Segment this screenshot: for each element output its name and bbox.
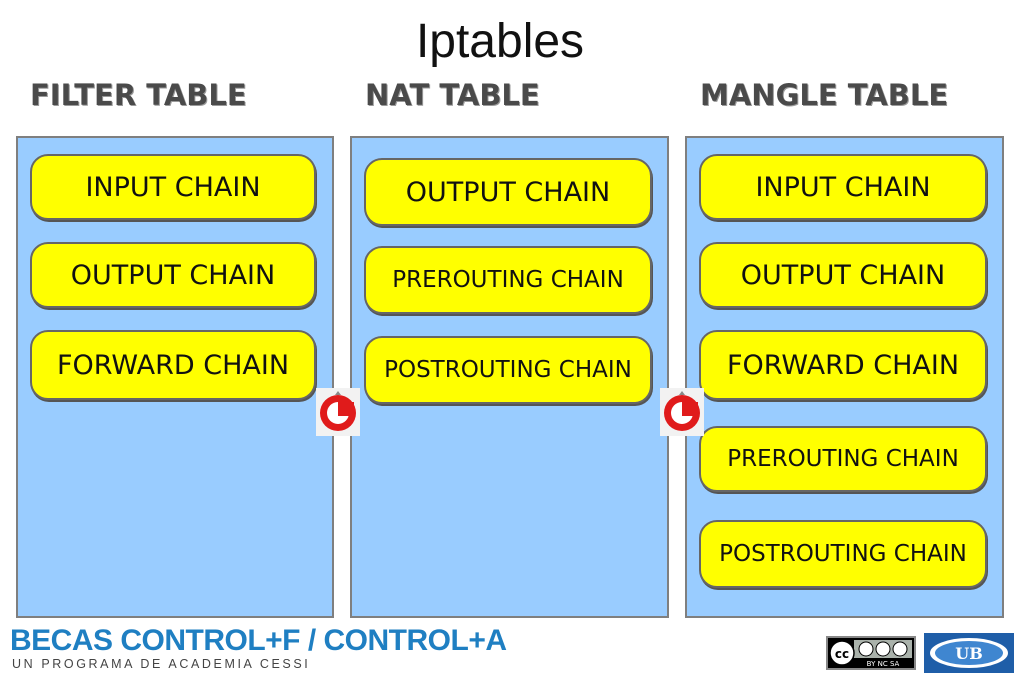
nat-table-header: NAT TABLE xyxy=(365,78,540,112)
mangle-forward-chain: FORWARD CHAIN xyxy=(699,330,987,400)
footer-brand: BECAS CONTROL+F / CONTROL+A xyxy=(10,624,507,657)
ub-logo: UB xyxy=(924,633,1014,673)
mangle-table-header: MANGLE TABLE xyxy=(700,78,949,112)
filter-input-chain: INPUT CHAIN xyxy=(30,154,316,220)
mangle-output-chain: OUTPUT CHAIN xyxy=(699,242,987,308)
nat-postrouting-chain: POSTROUTING CHAIN xyxy=(364,336,652,404)
license-badge-text: BY NC SA xyxy=(867,660,900,668)
svg-text:cc: cc xyxy=(835,647,849,661)
filter-output-chain: OUTPUT CHAIN xyxy=(30,242,316,308)
filter-table-header: FILTER TABLE xyxy=(30,78,247,112)
nat-prerouting-chain: PREROUTING CHAIN xyxy=(364,246,652,314)
g-icon xyxy=(660,388,704,436)
mangle-input-chain: INPUT CHAIN xyxy=(699,154,987,220)
creative-commons-icon: cc BY NC SA xyxy=(826,636,916,670)
mangle-postrouting-chain: POSTROUTING CHAIN xyxy=(699,520,987,588)
mangle-prerouting-chain: PREROUTING CHAIN xyxy=(699,426,987,492)
nat-output-chain: OUTPUT CHAIN xyxy=(364,158,652,226)
nat-table-panel: OUTPUT CHAIN PREROUTING CHAIN POSTROUTIN… xyxy=(350,136,669,618)
filter-table-panel: INPUT CHAIN OUTPUT CHAIN FORWARD CHAIN xyxy=(16,136,334,618)
mangle-table-panel: INPUT CHAIN OUTPUT CHAIN FORWARD CHAIN P… xyxy=(685,136,1004,618)
page-title: Iptables xyxy=(415,15,585,68)
filter-forward-chain: FORWARD CHAIN xyxy=(30,330,316,400)
g-icon xyxy=(316,388,360,436)
footer-subtitle: UN PROGRAMA DE ACADEMIA CESSI xyxy=(12,657,311,671)
ub-logo-text: UB xyxy=(955,644,982,663)
